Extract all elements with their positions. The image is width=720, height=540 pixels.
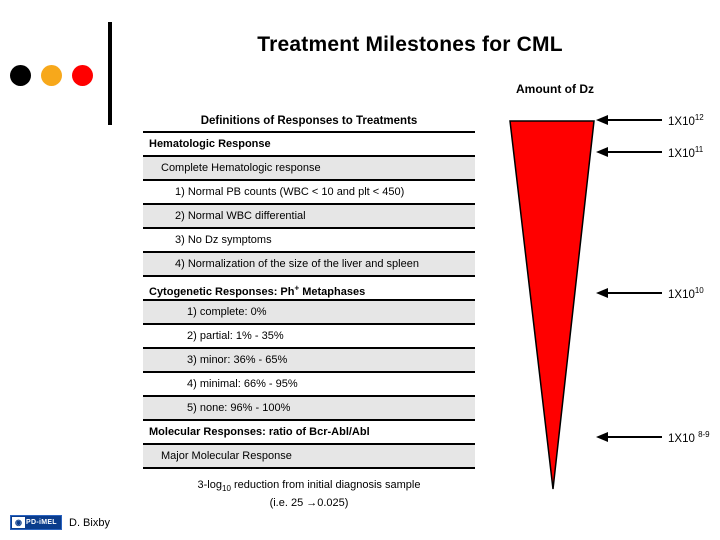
annotation-3-label: 1X1010 <box>668 285 704 301</box>
table-row: Major Molecular Response <box>143 445 475 469</box>
table-row: Hematologic Response <box>143 133 475 157</box>
author-name: D. Bixby <box>69 516 110 529</box>
footnote-line-1: 3-log10 reduction from initial diagnosis… <box>197 479 421 494</box>
disease-burden-triangle <box>508 119 598 496</box>
table-row: 5) none: 96% - 100% <box>143 397 475 421</box>
table-footnote: 3-log10 reduction from initial diagnosis… <box>143 478 475 511</box>
footnote-line-2: (i.e. 25 →0.025) <box>269 497 349 510</box>
decor-dot-black-icon <box>10 65 31 86</box>
diagram-caption: Amount of Dz <box>516 82 594 96</box>
table-row-label: 2) Normal WBC differential <box>175 210 306 222</box>
table-row: 2) partial: 1% - 35% <box>143 325 475 349</box>
table-row-label: Cytogenetic Responses: Ph+ Metaphases <box>149 283 366 298</box>
table-row-label: 2) partial: 1% - 35% <box>187 330 284 342</box>
table-row: 4) Normalization of the size of the live… <box>143 253 475 277</box>
annotation-4-label: 1X10 8-9 <box>668 429 710 445</box>
annotation-2-label: 1X1011 <box>668 144 704 160</box>
table-row-label: 3) minor: 36% - 65% <box>187 354 288 366</box>
table-row-label: 5) none: 96% - 100% <box>187 402 291 414</box>
decor-dot-red-icon <box>72 65 93 86</box>
table-row: Molecular Responses: ratio of Bcr-Abl/Ab… <box>143 421 475 445</box>
table-row-label: Complete Hematologic response <box>161 162 321 174</box>
table-row: 3) No Dz symptoms <box>143 229 475 253</box>
table-row: 2) Normal WBC differential <box>143 205 475 229</box>
table-row-label: Molecular Responses: ratio of Bcr-Abl/Ab… <box>149 426 370 438</box>
annotation-3: 1X1010 <box>596 285 704 301</box>
decor-dot-orange-icon <box>41 65 62 86</box>
table-row: 4) minimal: 66% - 95% <box>143 373 475 397</box>
table-row-label: Major Molecular Response <box>161 450 292 462</box>
page-title: Treatment Milestones for CML <box>257 33 563 56</box>
annotation-1: 1X1012 <box>596 112 704 128</box>
left-arrow-icon <box>596 147 662 157</box>
table-row-label: 4) Normalization of the size of the live… <box>175 258 419 270</box>
table-row-label: 3) No Dz symptoms <box>175 234 272 246</box>
table-title: Definitions of Responses to Treatments <box>143 113 475 133</box>
table-row: 1) Normal PB counts (WBC < 10 and plt < … <box>143 181 475 205</box>
logo-glyph-icon: ◉ <box>12 517 25 528</box>
left-arrow-icon <box>596 432 662 442</box>
table-row-label: 4) minimal: 66% - 95% <box>187 378 298 390</box>
publisher-logo-icon: ◉ PD-iMEL <box>10 515 62 530</box>
left-arrow-icon <box>596 115 662 125</box>
table-row-label: 1) Normal PB counts (WBC < 10 and plt < … <box>175 186 405 198</box>
table-row: Complete Hematologic response <box>143 157 475 181</box>
left-arrow-icon <box>596 288 662 298</box>
logo-wordmark: PD-iMEL <box>26 519 57 526</box>
decor-vertical-bar <box>108 22 112 125</box>
annotation-1-label: 1X1012 <box>668 112 704 128</box>
annotation-2: 1X1011 <box>596 144 703 160</box>
table-row-label: 1) complete: 0% <box>187 306 267 318</box>
annotation-4: 1X10 8-9 <box>596 429 710 445</box>
credit-block: ◉ PD-iMEL D. Bixby <box>10 515 110 530</box>
table-row: 3) minor: 36% - 65% <box>143 349 475 373</box>
definitions-table: Definitions of Responses to Treatments H… <box>143 113 475 469</box>
table-row: Cytogenetic Responses: Ph+ Metaphases <box>143 277 475 301</box>
triangle-svg <box>509 120 595 490</box>
table-row: 1) complete: 0% <box>143 301 475 325</box>
table-row-label: Hematologic Response <box>149 138 271 150</box>
